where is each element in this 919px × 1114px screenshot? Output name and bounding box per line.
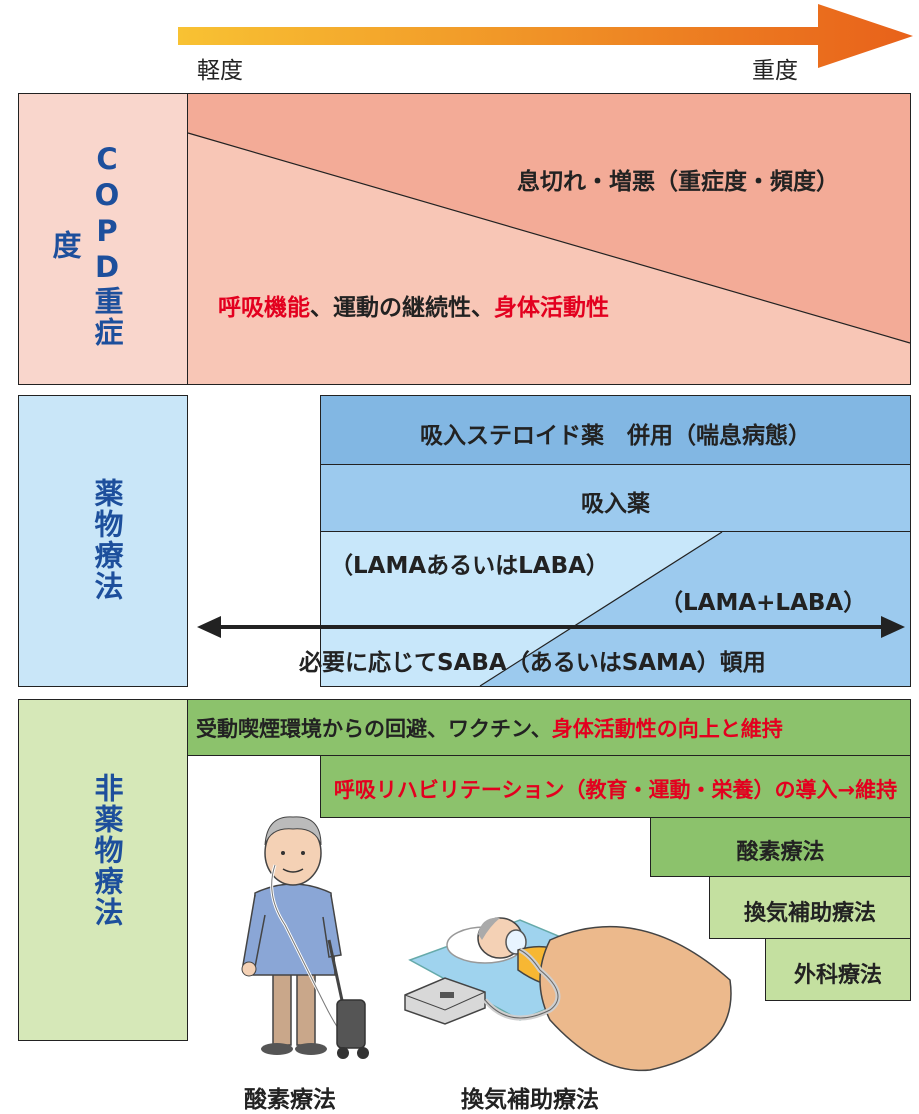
nondrug-row-rehab-text: 呼吸リハビリテーション（教育・運動・栄養）の導入→維持 xyxy=(333,778,898,802)
nondrug-row-surgery xyxy=(765,938,911,1001)
oxygen-therapy-illustration xyxy=(241,816,369,1059)
nondrug-row-smoking xyxy=(187,699,911,756)
inhaled-drug-band xyxy=(320,464,911,532)
severity-arrow xyxy=(178,4,913,68)
dyspnea-area xyxy=(188,94,910,343)
dyspnea-text: 息切れ・増悪（重症度・頻度） xyxy=(517,169,839,195)
nondrug-row-surgery-text: 外科療法 xyxy=(793,963,882,988)
nondrug-row-ventilation-text: 換気補助療法 xyxy=(743,901,876,926)
drug-therapy-label-box xyxy=(18,395,188,687)
saba-text: 必要に応じてSABA（あるいはSAMA）頓用 xyxy=(299,650,766,676)
smoking-text-part2: 身体活動性の向上と維持 xyxy=(551,717,783,741)
nondrug-row-rehab xyxy=(320,755,911,818)
ventilation-therapy-caption: 換気補助療法 xyxy=(461,1087,599,1113)
prn-double-arrow xyxy=(197,616,905,638)
nondrug-therapy-label-box xyxy=(18,699,188,1041)
copd-severity-label-box xyxy=(18,93,188,385)
combination-divider-line xyxy=(479,531,723,687)
nondrug-row-oxygen xyxy=(650,817,911,877)
inhaled-drug-text: 吸入薬 xyxy=(581,491,650,517)
mild-label: 軽度 xyxy=(197,58,243,84)
combination-area xyxy=(480,532,910,686)
nondrug-therapy-label: 非薬物療法 xyxy=(90,772,124,928)
function-text-activity: 身体活動性 xyxy=(494,295,609,321)
function-text: 呼吸機能、運動の継続性、身体活動性 xyxy=(218,288,609,322)
oxygen-therapy-caption: 酸素療法 xyxy=(244,1087,336,1113)
function-text-resp: 呼吸機能 xyxy=(218,295,310,321)
drug-therapy-label: 薬物療法 xyxy=(90,478,124,602)
ics-text: 吸入ステロイド薬 併用（喘息病態） xyxy=(420,423,811,449)
nondrug-row-oxygen-text: 酸素療法 xyxy=(736,840,825,865)
severe-label: 重度 xyxy=(752,58,798,84)
nondrug-row-smoking-text: 受動喫煙環境からの回避、ワクチン、身体活動性の向上と維持 xyxy=(196,713,783,743)
copd-severity-chart xyxy=(187,93,911,385)
copd-severity-label: COPD重症度 xyxy=(48,142,124,348)
lama-or-laba-text: （LAMAあるいはLABA） xyxy=(330,553,609,579)
smoking-text-part1: 受動喫煙環境からの回避、ワクチン、 xyxy=(196,717,552,741)
ventilation-therapy-illustration xyxy=(404,917,732,1072)
ics-band xyxy=(320,395,911,465)
lama-plus-laba-text: （LAMA+LABA） xyxy=(660,590,867,616)
function-text-middle: 、運動の継続性、 xyxy=(310,295,494,321)
bronchodilator-band xyxy=(320,531,911,687)
severity-divider-line xyxy=(187,132,911,344)
